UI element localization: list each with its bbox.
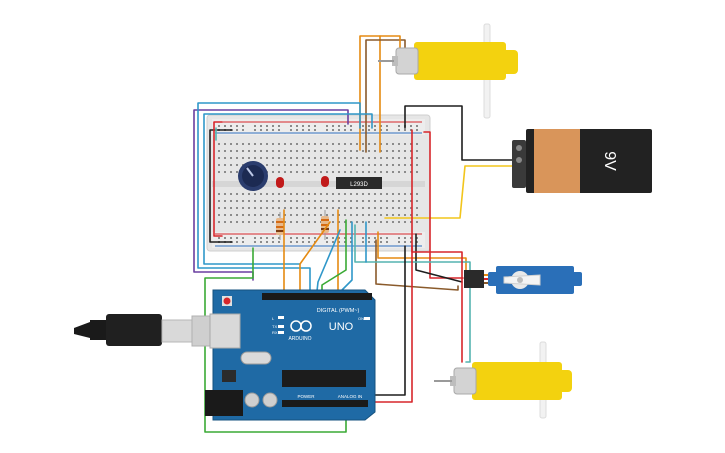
- resistor-left[interactable]: [276, 212, 284, 240]
- servo-motor[interactable]: [464, 266, 582, 294]
- wire-red-left: [213, 121, 223, 237]
- wire-red-servo: [423, 131, 464, 279]
- wire-orange-motor-top2: [379, 35, 401, 49]
- usb-cable: [74, 314, 235, 347]
- battery-label: 9V: [601, 151, 618, 171]
- arduino-model-label: UNO: [329, 321, 354, 333]
- dc-motor-bottom[interactable]: [434, 341, 572, 419]
- tx-label: TX: [272, 324, 277, 329]
- dc-motor-top[interactable]: [378, 23, 518, 119]
- wire-red-motor: [411, 129, 463, 363]
- rx-label: RX: [272, 330, 278, 335]
- wire-black-battery: [404, 105, 521, 161]
- led-right[interactable]: [321, 176, 329, 187]
- wire-teal-motor: [354, 224, 471, 363]
- power-header-label: POWER: [297, 394, 315, 399]
- breadboard-holes: [218, 125, 418, 243]
- on-label: ON: [358, 316, 364, 321]
- wire-orange-motor-top: [359, 35, 381, 153]
- l-label: L: [272, 316, 275, 321]
- wire-yellow-battery: [384, 165, 521, 219]
- chip-label: L293D: [350, 182, 368, 188]
- wire-green: [204, 247, 347, 433]
- wire-orange-3: [299, 221, 331, 301]
- arduino-uno[interactable]: UNO ARDUINO DIGITAL (PWM~) POWER ANALOG …: [205, 289, 376, 421]
- digital-header-label: DIGITAL (PWM~): [317, 308, 360, 314]
- wire-black-left: [209, 129, 233, 243]
- led-left[interactable]: [276, 177, 284, 188]
- battery-9v[interactable]: 9V: [512, 129, 652, 193]
- breadboard[interactable]: [206, 114, 431, 252]
- arduino-brand-label: ARDUINO: [288, 336, 311, 342]
- wire-blue-outer: [197, 102, 361, 291]
- l293d-chip[interactable]: L293D: [336, 177, 382, 189]
- wire-blue-inner: [203, 113, 373, 265]
- wire-black-servo: [415, 233, 463, 283]
- wires: [193, 35, 521, 433]
- wire-brown-motor-top: [365, 39, 406, 153]
- potentiometer[interactable]: [238, 161, 268, 191]
- analog-header-label: ANALOG IN: [338, 394, 363, 399]
